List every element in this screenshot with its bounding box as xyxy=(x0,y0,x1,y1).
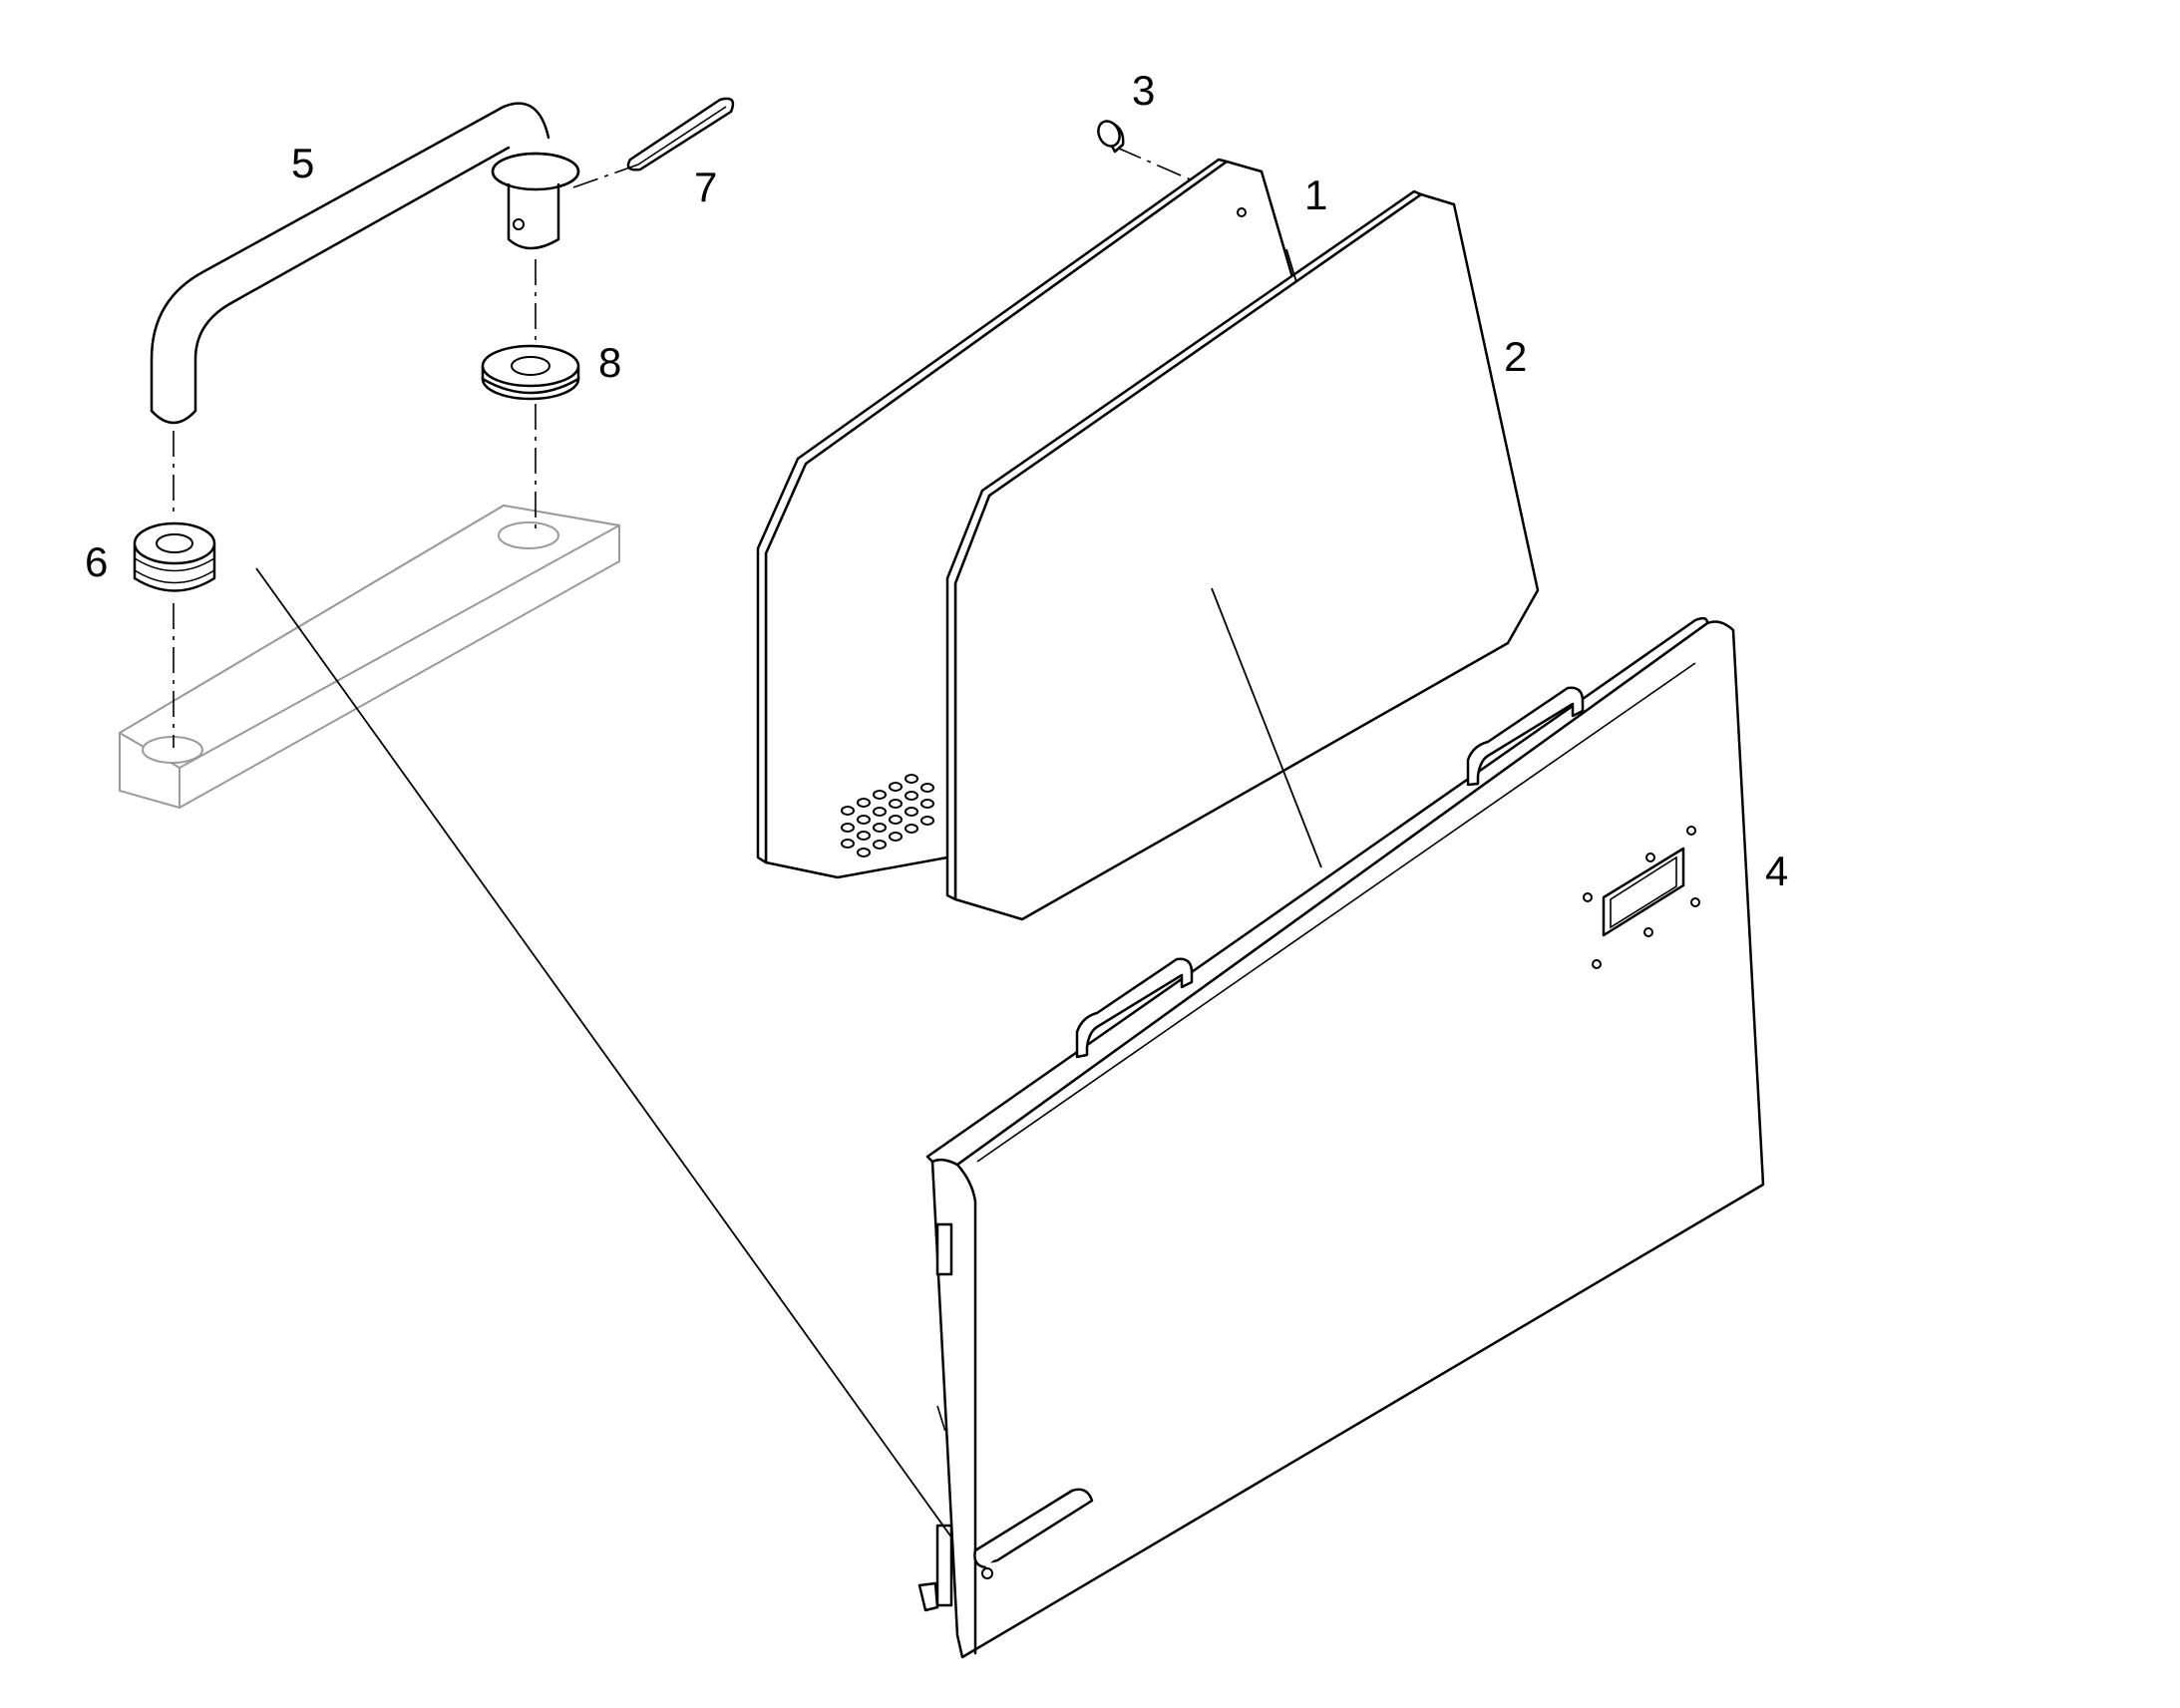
door-lower-handle xyxy=(973,1488,1094,1579)
washer xyxy=(481,344,580,401)
mounting-bracket xyxy=(119,505,620,809)
callout-3: 3 xyxy=(1132,67,1155,114)
callout-8: 8 xyxy=(598,339,621,386)
door-part-4 xyxy=(917,616,1765,1659)
callout-labels: 1 2 3 4 5 6 7 8 xyxy=(85,67,1788,894)
callout-4: 4 xyxy=(1765,848,1788,894)
door-hinges xyxy=(917,1222,953,1612)
assembly-centerlines xyxy=(173,147,1196,1551)
callout-1: 1 xyxy=(1304,171,1327,218)
panel-part-2 xyxy=(945,189,1540,921)
callout-7: 7 xyxy=(694,164,717,210)
handle-tube xyxy=(150,102,550,425)
door-latch-plate xyxy=(1583,826,1700,969)
plug-rivet xyxy=(1097,120,1125,154)
door-top-handle-left xyxy=(1075,957,1194,1059)
grommet xyxy=(133,521,216,592)
vent-perforations xyxy=(841,774,934,857)
cotter-pin xyxy=(626,97,735,171)
callout-6: 6 xyxy=(85,538,108,585)
pivot-pin xyxy=(491,152,580,250)
callout-5: 5 xyxy=(291,140,314,186)
leader-lines xyxy=(255,248,1322,1539)
callout-2: 2 xyxy=(1504,333,1527,380)
door-top-handle-right xyxy=(1466,686,1585,787)
